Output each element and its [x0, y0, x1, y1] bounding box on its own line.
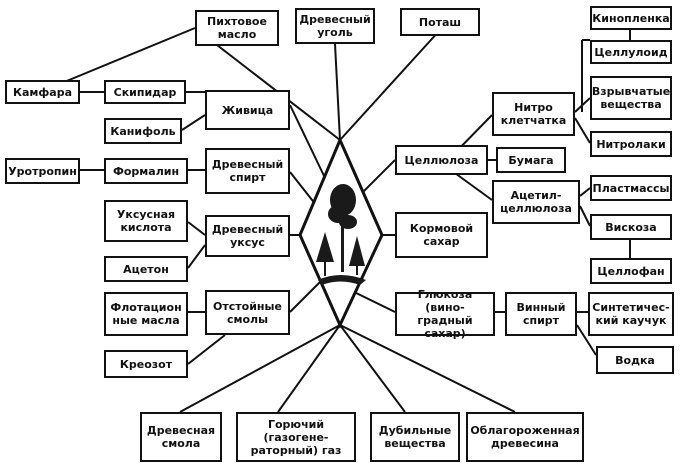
- node-uksusnaya-kislota: Уксусная кислота: [104, 200, 188, 242]
- node-drevesny-spirt: Древесный спирт: [205, 148, 290, 194]
- node-formalin: Формалин: [104, 158, 188, 184]
- node-nitrolaki: Нитролаки: [590, 131, 672, 157]
- node-drevesnaya-smola: Древесная смола: [140, 412, 222, 462]
- node-dubilnye-veshchestva: Дубильные вещества: [370, 412, 460, 462]
- node-sinteticheskiy-kauchuk: Синтетичес- кий каучук: [588, 292, 674, 336]
- node-skipidar: Скипидар: [104, 80, 186, 104]
- node-bumaga: Бумага: [496, 147, 566, 173]
- node-zhivitsa: Живица: [205, 90, 290, 130]
- node-tselluloid: Целлулоид: [590, 40, 672, 64]
- node-kamfara: Камфара: [5, 80, 80, 104]
- node-viskoza: Вискоза: [590, 214, 672, 240]
- node-tsellyuloza: Целлюлоза: [395, 145, 488, 175]
- node-goryuchiy-gaz: Горючий (газогене- раторный) газ: [236, 412, 356, 462]
- tree-emblem: [316, 184, 366, 285]
- connector-lines: [39, 27, 631, 413]
- node-potash: Поташ: [400, 8, 480, 36]
- node-kanifol: Канифоль: [104, 118, 182, 144]
- node-pikhtovoe-maslo: Пихтовое масло: [195, 10, 279, 46]
- tree-emblem-group: [298, 136, 384, 329]
- node-nitro-kletchatka: Нитро клетчатка: [492, 92, 575, 136]
- node-tsellofan: Целлофан: [590, 258, 672, 284]
- node-oblagorozhennaya-drevesina: Облагороженная древесина: [466, 412, 584, 462]
- node-otstoynye-smoly: Отстойные смолы: [205, 290, 290, 335]
- node-acetil-tsellyuloza: Ацетил- целлюлоза: [492, 180, 580, 224]
- node-aceton: Ацетон: [104, 256, 188, 282]
- node-glyukoza: Глюкоза (вино- градный сахар): [395, 288, 495, 340]
- node-urotropin: Уротропин: [5, 158, 80, 184]
- node-vinny-spirt: Винный спирт: [505, 292, 577, 336]
- node-flotatsionnye-masla: Флотацион ные масла: [104, 292, 188, 336]
- node-vzryvchatye-veshchestva: Взрывчатые вещества: [590, 76, 672, 120]
- node-vodka: Водка: [596, 346, 674, 374]
- node-kinoplenka: Кинопленка: [590, 6, 672, 30]
- node-drevesny-uksus: Древесный уксус: [205, 215, 290, 257]
- node-plastmassy: Пластмассы: [590, 175, 672, 201]
- node-drevesny-ugol: Древесный уголь: [295, 8, 375, 44]
- node-kreozot: Креозот: [104, 350, 188, 378]
- node-kormovoy-sakhar: Кормовой сахар: [395, 212, 488, 258]
